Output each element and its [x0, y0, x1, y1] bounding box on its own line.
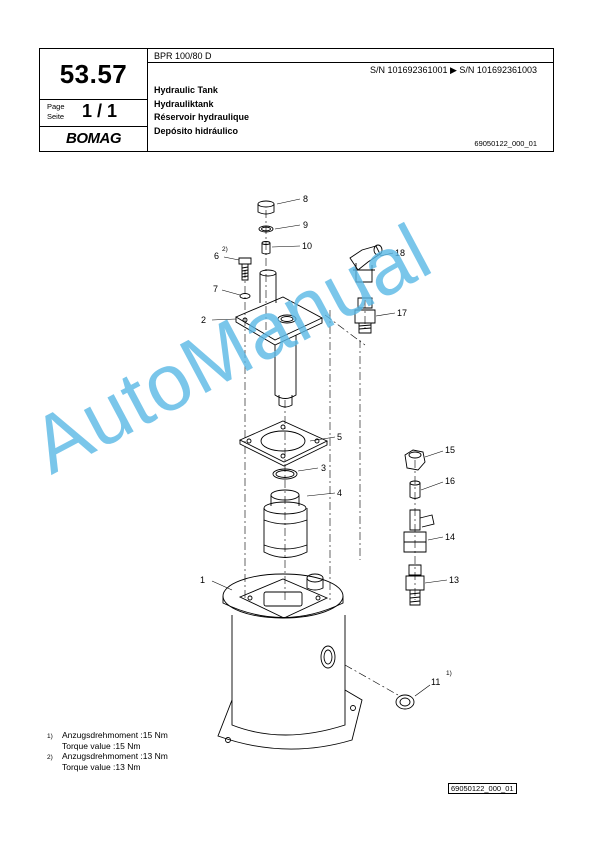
page-label: Page Seite — [47, 102, 65, 122]
part-17-adapter — [354, 297, 376, 334]
callout-1: 1 — [200, 575, 205, 585]
part-8-cap — [257, 200, 275, 215]
callout-8: 8 — [303, 194, 308, 204]
torque-notes: 1) Anzugsdrehmoment :15 Nm Torque value … — [47, 730, 168, 772]
page-label-en: Page — [47, 102, 65, 111]
part-14-tee — [403, 509, 435, 553]
part-7-washer — [239, 293, 251, 299]
callout-7: 7 — [213, 284, 218, 294]
note-2-mark: 2) — [47, 754, 53, 761]
callout-6-superscript: 2) — [222, 246, 228, 253]
part-9-oring — [258, 225, 274, 233]
title-en: Hydraulic Tank — [154, 85, 218, 95]
callout-11-superscript: 1) — [446, 670, 452, 677]
serial-range: S/N 101692361001 ▶ S/N 101692361003 — [369, 65, 537, 75]
note-1-mark: 1) — [47, 733, 53, 740]
note-2-line1: Anzugsdrehmoment :13 Nm — [62, 751, 168, 761]
part-10-sleeve — [261, 241, 271, 255]
page-label-de: Seite — [47, 112, 65, 121]
part-6-bolt — [238, 257, 252, 281]
page-number: 53.57 — [40, 49, 147, 100]
callout-labels: 1 2 3 4 5 6 2) 7 8 9 10 11 1) 13 14 15 1… — [200, 194, 459, 687]
note-1-line1: Anzugsdrehmoment :15 Nm — [62, 730, 168, 740]
part-5-gasket — [238, 420, 329, 467]
note-1-line2: Torque value :15 Nm — [62, 740, 141, 751]
footer-ref: 69050122_000_01 — [448, 783, 517, 794]
title-de: Hydrauliktank — [154, 98, 214, 109]
callout-18: 18 — [395, 248, 405, 258]
title-list: Hydraulic Tank Hydrauliktank Réservoir h… — [154, 84, 249, 138]
part-2-filler-neck — [235, 269, 324, 408]
callout-9: 9 — [303, 220, 308, 230]
page-row: Page Seite 1 / 1 — [40, 100, 147, 127]
title-fr: Réservoir hydraulique — [154, 112, 250, 122]
note-2: 2) Anzugsdrehmoment :13 Nm Torque value … — [47, 751, 168, 772]
part-4-filter — [263, 489, 308, 558]
title-block: 53.57 Page Seite 1 / 1 BOMAG BPR 100/80 … — [39, 48, 554, 152]
callout-11: 11 — [431, 677, 440, 687]
part-3-oring — [272, 468, 298, 480]
callout-14: 14 — [445, 532, 455, 542]
title-block-left: 53.57 Page Seite 1 / 1 BOMAG — [40, 49, 148, 151]
callout-15: 15 — [445, 445, 455, 455]
note-2-line2: Torque value :13 Nm — [62, 761, 141, 772]
callout-17: 17 — [397, 308, 407, 318]
part-11-plug — [395, 694, 415, 710]
part-18-elbow — [349, 244, 383, 283]
page-value: 1 / 1 — [82, 101, 118, 121]
part-13-adapter — [405, 564, 425, 606]
leader-lines — [211, 198, 448, 697]
callout-16: 16 — [445, 476, 455, 486]
part-1-tank — [217, 573, 363, 750]
doc-ref: 69050122_000_01 — [474, 139, 537, 148]
callout-13: 13 — [449, 575, 459, 585]
title-es: Depósito hidráulico — [154, 125, 239, 136]
model-name: BPR 100/80 D — [148, 49, 553, 63]
callout-6: 6 — [214, 251, 219, 261]
callout-3: 3 — [321, 463, 326, 473]
note-1: 1) Anzugsdrehmoment :15 Nm Torque value … — [47, 730, 168, 751]
part-16-sleeve — [409, 480, 421, 499]
part-15-nut — [404, 449, 426, 471]
bomag-logo: BOMAG — [66, 130, 122, 147]
callout-4: 4 — [337, 488, 342, 498]
callout-5: 5 — [337, 432, 342, 442]
callout-10: 10 — [302, 241, 312, 251]
callout-2: 2 — [201, 315, 206, 325]
